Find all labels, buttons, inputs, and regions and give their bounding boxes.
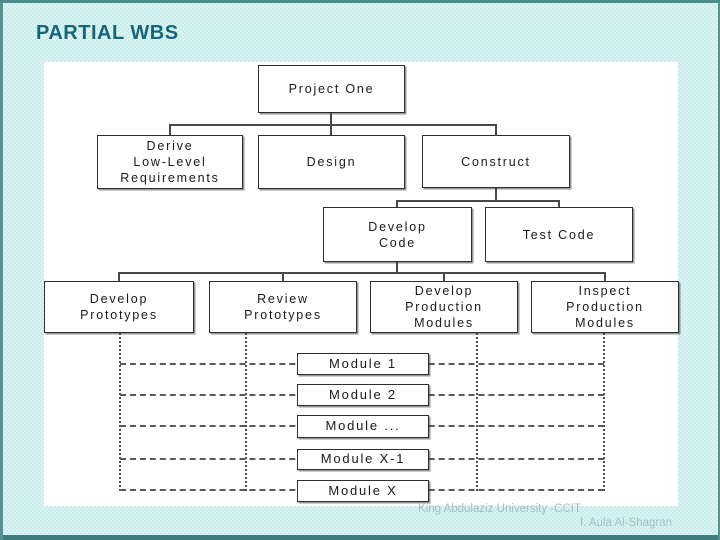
- connector-stub-develop-prototypes: [118, 272, 120, 282]
- node-develop-prototypes: Develop Prototypes: [44, 281, 194, 333]
- node-test-code: Test Code: [485, 207, 633, 262]
- slide-title: PARTIAL WBS: [36, 22, 179, 44]
- connector-level3-horizontal: [118, 272, 606, 274]
- node-construct: Construct: [422, 135, 570, 188]
- connector-develop-code-down: [396, 261, 398, 273]
- connector-stub-inspect-production: [604, 272, 606, 282]
- connector-stub-develop-code: [396, 200, 398, 208]
- node-module-x-1: Module X-1: [297, 449, 429, 470]
- node-derive-low-level-requirements: Derive Low-Level Requirements: [97, 135, 243, 189]
- node-module-x: Module X: [297, 480, 429, 502]
- node-inspect-production-modules: Inspect Production Modules: [531, 281, 679, 333]
- dashed-vertical-line: [603, 333, 605, 491]
- connector-project-down: [330, 112, 332, 125]
- dashed-vertical-line: [476, 333, 478, 491]
- connector-stub-design: [330, 124, 332, 136]
- footer-university: King Abdulaziz University -CCIT: [418, 503, 581, 515]
- node-develop-production-modules: Develop Production Modules: [370, 281, 518, 333]
- node-review-prototypes: Review Prototypes: [209, 281, 357, 333]
- connector-level2-horizontal: [396, 200, 560, 202]
- connector-stub-derive: [169, 124, 171, 136]
- connector-construct-down: [495, 187, 497, 201]
- node-module-2: Module 2: [297, 384, 429, 406]
- connector-stub-test-code: [558, 200, 560, 208]
- node-module-ellipsis: Module ...: [297, 415, 429, 438]
- connector-stub-construct: [495, 124, 497, 136]
- node-project-one: Project One: [258, 65, 405, 113]
- footer: King Abdulaziz University -CCIT I. Aula …: [418, 503, 672, 530]
- footer-author: I. Aula Al-Shagran: [579, 516, 672, 529]
- node-develop-code: Develop Code: [323, 207, 472, 262]
- node-design: Design: [258, 135, 405, 189]
- node-module-1: Module 1: [297, 353, 429, 375]
- dashed-vertical-line: [119, 333, 121, 491]
- dashed-vertical-line: [245, 333, 247, 491]
- connector-level1-horizontal: [169, 124, 497, 126]
- connector-stub-develop-production: [443, 272, 445, 282]
- connector-stub-review-prototypes: [282, 272, 284, 282]
